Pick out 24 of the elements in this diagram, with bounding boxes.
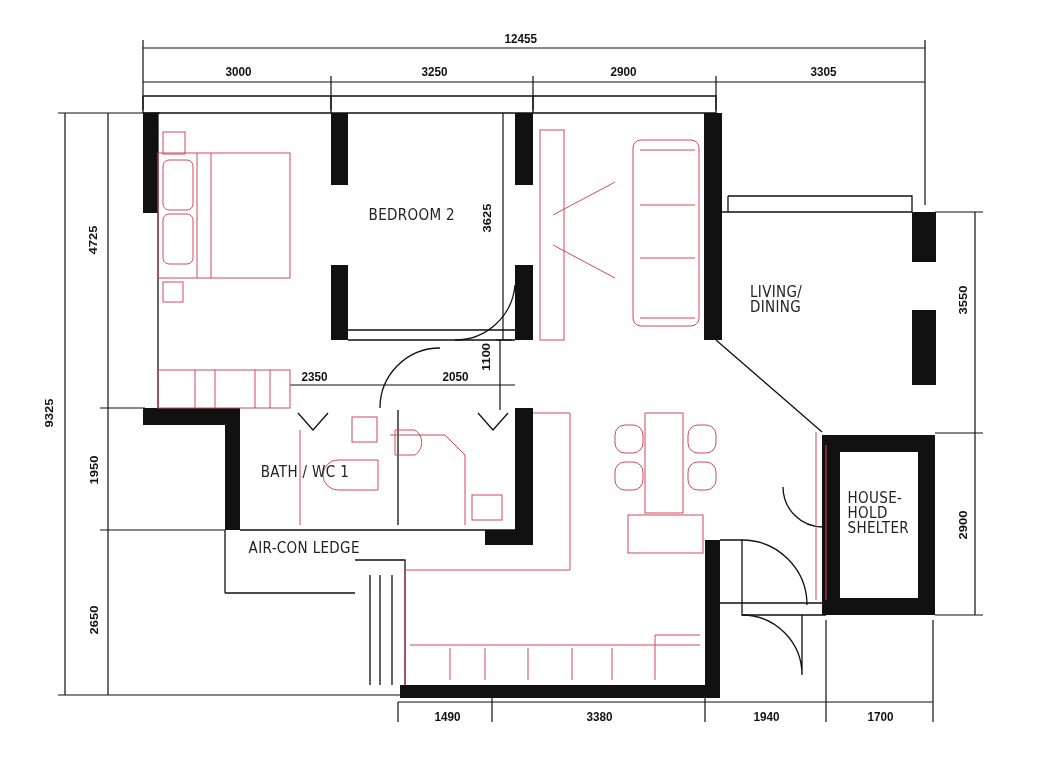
dimension-label: 4725	[87, 225, 100, 255]
dimension-label: 2050	[442, 369, 469, 383]
dimension-label: 3000	[225, 64, 252, 78]
dimension-label: 2900	[957, 510, 970, 540]
room-label: AIR-CON LEDGE	[248, 540, 360, 556]
dimension-label: 1100	[480, 342, 493, 372]
dimension-label: 2650	[88, 605, 101, 635]
room-label: HOUSE-HOLD SHELTER	[847, 490, 907, 536]
dimension-label: 3550	[957, 285, 970, 315]
dimension-label: 1950	[88, 455, 101, 485]
dimension-label: 2900	[610, 64, 637, 78]
room-label: LIVING/ DINING	[750, 285, 804, 315]
dimension-label: 3250	[421, 64, 448, 78]
dimension-label: 2350	[301, 369, 328, 383]
room-label: BATH / WC 1	[260, 464, 350, 480]
room-label: BEDROOM 2	[368, 207, 455, 223]
dimension-label: 3380	[586, 709, 613, 723]
dimension-label: 9325	[43, 398, 56, 428]
dimension-label: 1490	[434, 709, 461, 723]
dimension-label: 1700	[867, 709, 894, 723]
dimension-label: 1940	[753, 709, 780, 723]
dimension-label: 3625	[481, 203, 494, 233]
dimension-label: 12455	[504, 31, 538, 45]
dimension-label: 3305	[810, 64, 837, 78]
